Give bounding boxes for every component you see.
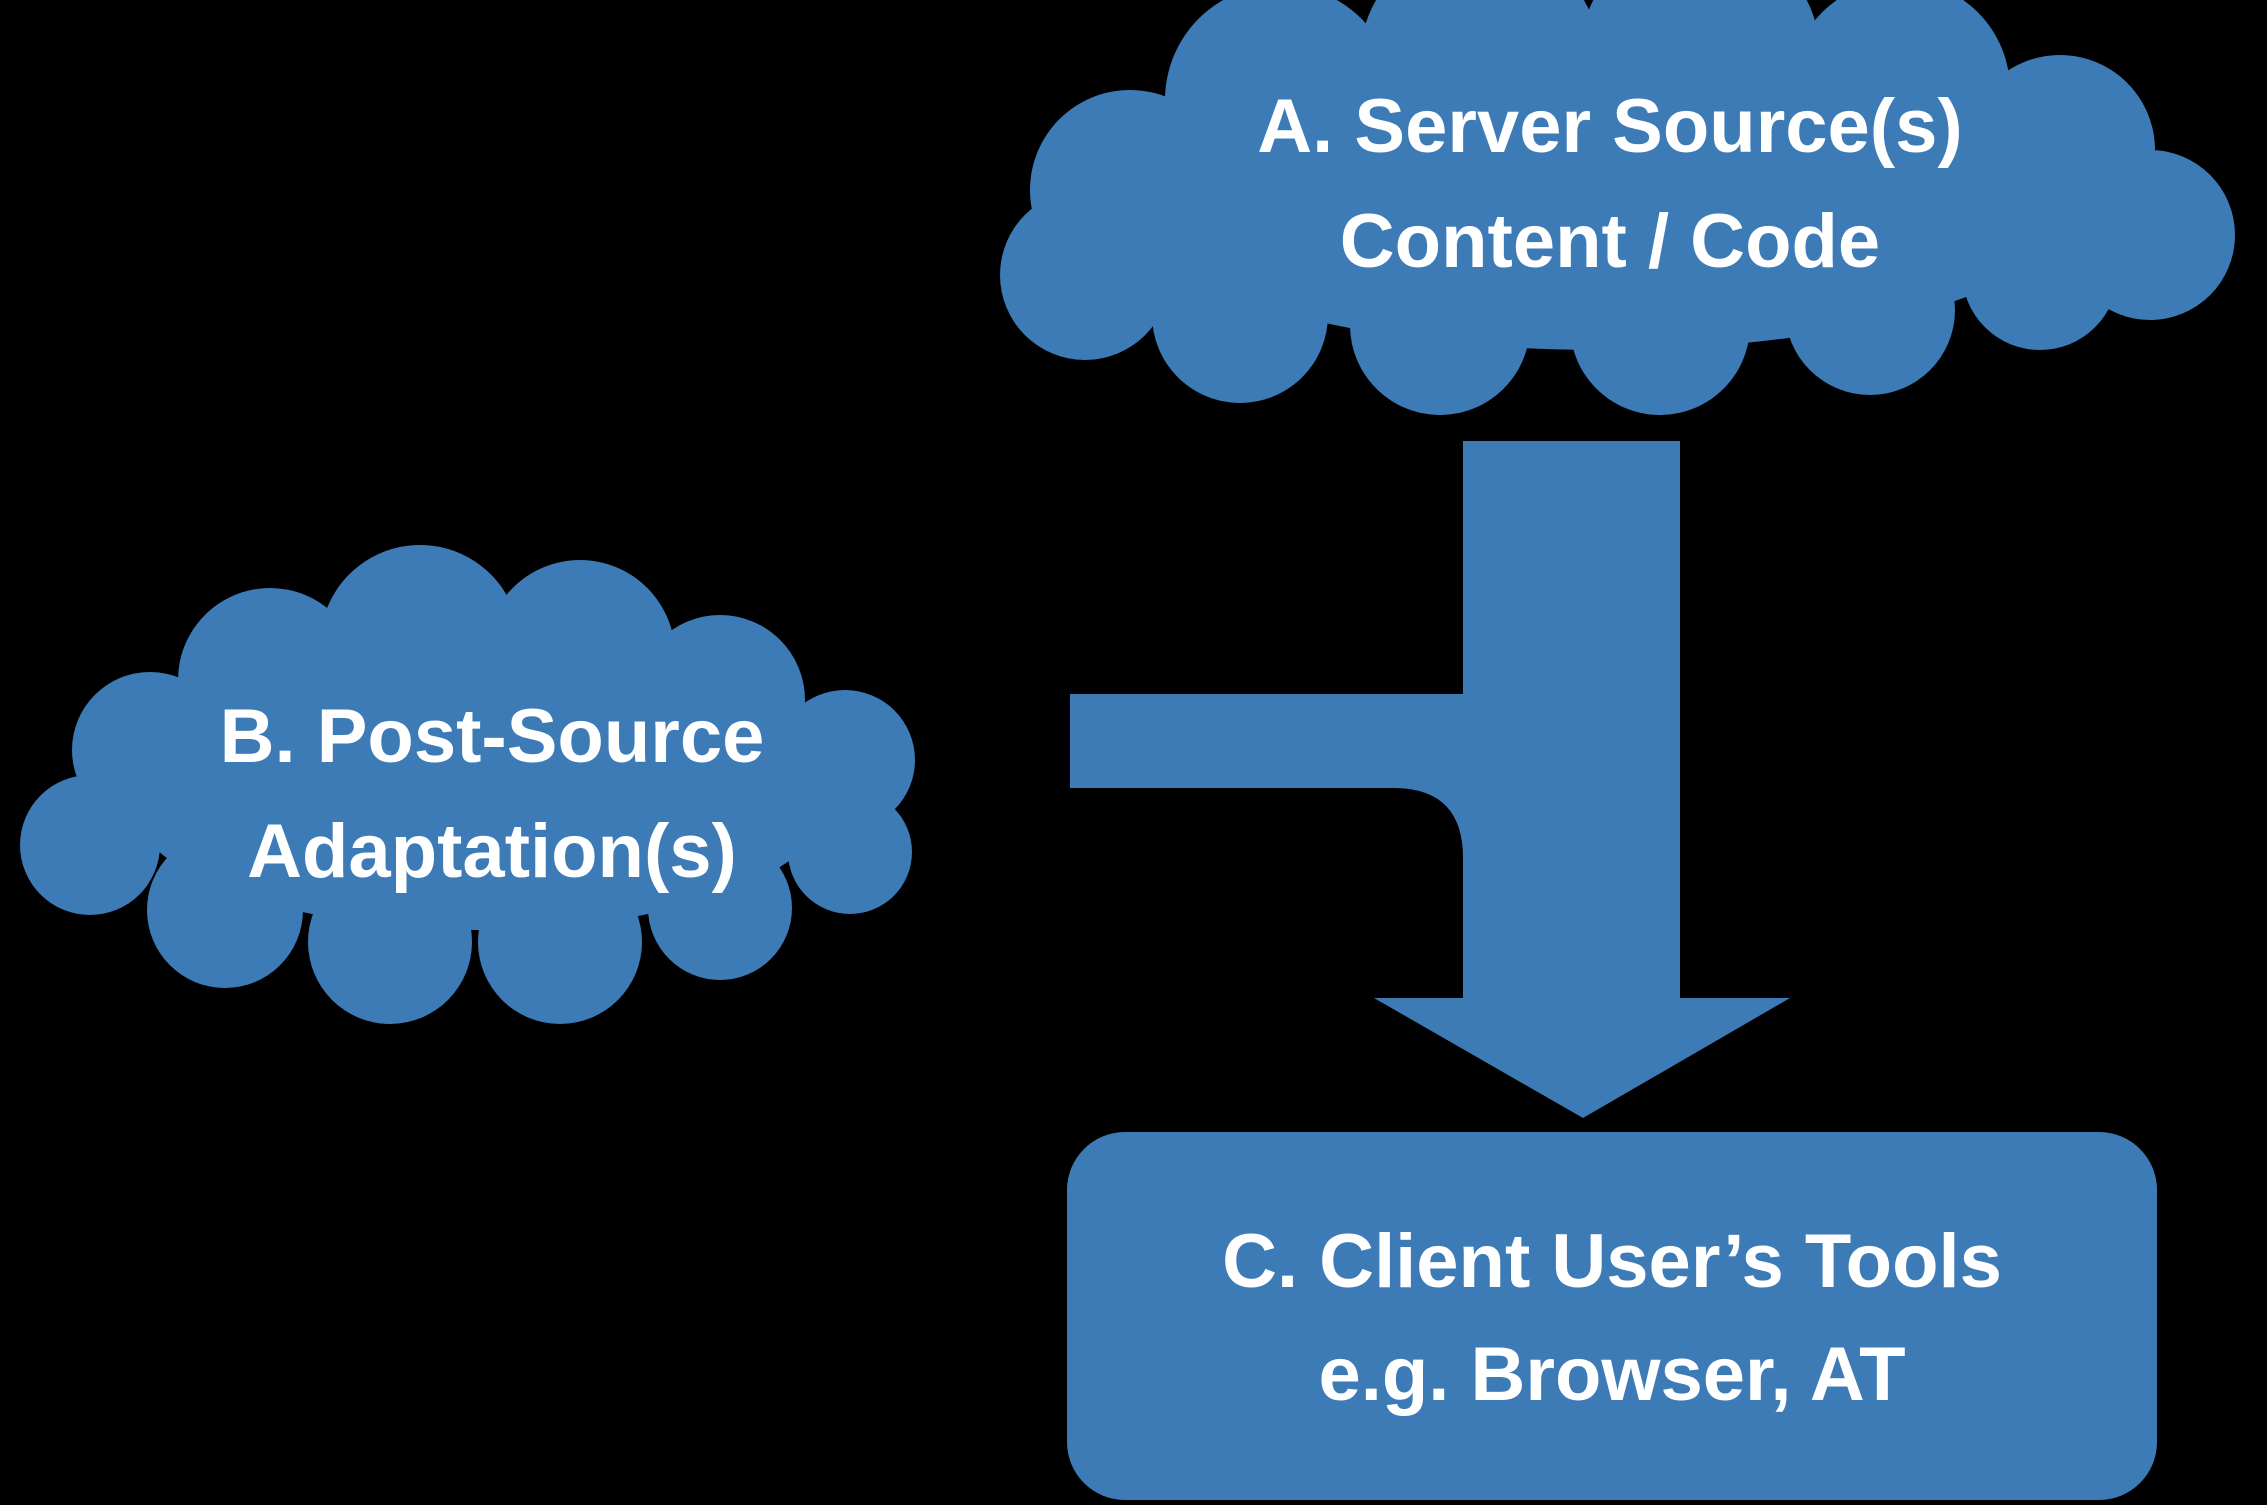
post-source-label-line1: B. Post-Source [220,694,765,779]
cloud-bump [178,588,362,772]
cloud-bump [478,860,642,1024]
cloud-bump [20,775,160,915]
cloud-bump [1000,190,1170,360]
cloud-bump [635,615,805,785]
flow-arrow [1070,441,1790,1118]
client-tools-box [1067,1132,2157,1500]
cloud-bump [775,690,915,830]
cloud-bump [1360,0,1600,180]
cloud-bump [1350,235,1530,415]
cloud-bump [308,860,472,1024]
cloud-bump [1580,0,1820,175]
cloud-post-source [20,545,915,1024]
cloud-bump [485,560,675,750]
client-tools-label-line1: C. Client User’s Tools [1222,1219,2002,1304]
cloud-bump [788,790,912,914]
cloud-bump [147,832,303,988]
cloud-bump [320,545,520,745]
cloud-bump [1152,227,1328,403]
cloud-bump [1962,194,2118,350]
cloud-bump [1570,235,1750,415]
cloud-bump [1785,225,1955,395]
client-tools-label-line2: e.g. Browser, AT [1318,1332,1905,1417]
cloud-server-source [1000,0,2235,415]
post-source-label-line2: Adaptation(s) [247,809,737,894]
server-source-label-line1: A. Server Source(s) [1257,84,1962,169]
server-source-label-line2: Content / Code [1340,199,1880,284]
cloud-bump [1790,0,2010,200]
cloud-bump [648,836,792,980]
cloud-bump [1165,0,1395,215]
